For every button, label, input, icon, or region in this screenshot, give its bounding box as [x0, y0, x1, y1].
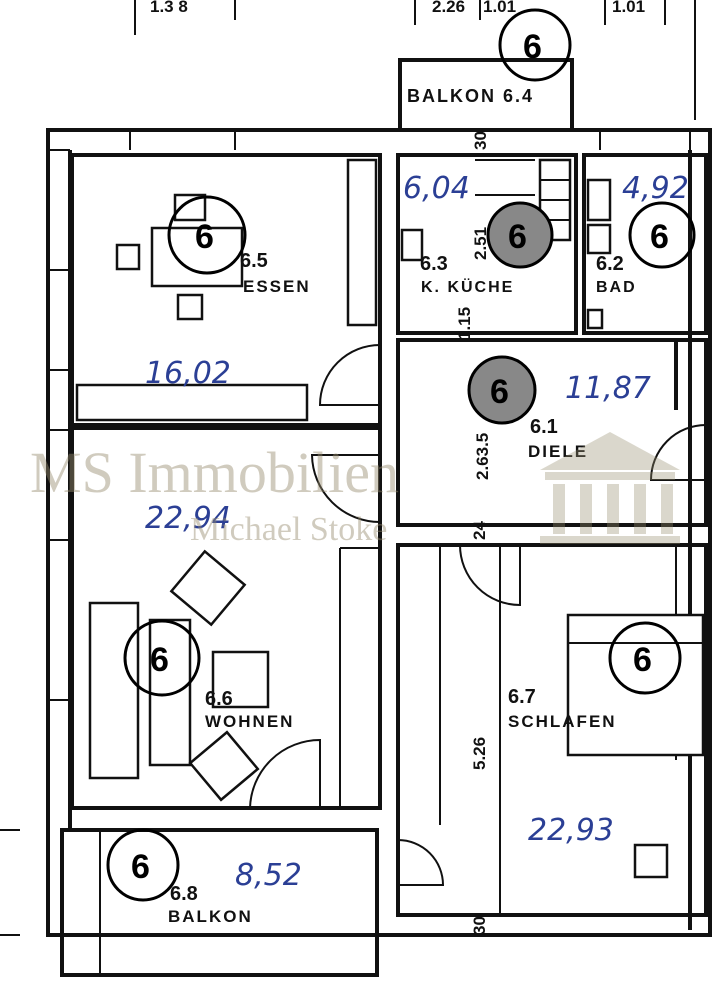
door-swings	[249, 344, 707, 886]
bad-name: BAD	[596, 279, 637, 296]
wohnen-number: 6.6	[205, 688, 233, 710]
bad-area: 4,92	[622, 171, 689, 206]
dim-schlafen-v: 5.26	[470, 737, 489, 770]
room-marker-bad: 6	[628, 201, 696, 269]
svg-text:6: 6	[650, 218, 669, 256]
wohnen-furniture	[88, 549, 270, 802]
temple-logo-icon	[540, 432, 680, 544]
dim-bottom-30: 30	[470, 916, 489, 935]
schlafen-furniture	[566, 613, 705, 879]
watermark: MS Immobilien Michael Stoke	[30, 432, 680, 548]
essen-area: 16,02	[145, 356, 231, 391]
kitchen-fixtures	[400, 158, 572, 262]
kueche-area: 6,04	[403, 171, 470, 206]
svg-text:6: 6	[490, 373, 509, 411]
room-marker-diele: 6	[467, 355, 537, 425]
balkon-bottom-area: 8,52	[235, 858, 302, 893]
wohnen-area: 22,94	[145, 501, 231, 536]
svg-text:6: 6	[195, 218, 214, 256]
room-marker-balkon-top: 6	[498, 8, 572, 82]
dim-kitchen-115: 1.15	[455, 307, 474, 340]
schlafen-number: 6.7	[508, 686, 536, 708]
svg-text:6: 6	[150, 641, 169, 679]
kueche-name: K. KÜCHE	[421, 277, 514, 296]
bad-number: 6.2	[596, 253, 624, 275]
dim-kitchen-v: 2.51	[471, 227, 490, 260]
schlafen-area: 22,93	[528, 813, 614, 848]
dim-top-left: 1.3 8	[150, 0, 188, 16]
diele-area: 11,87	[565, 371, 651, 406]
svg-text:6: 6	[523, 28, 542, 66]
balkon-bottom-name: BALKON	[168, 907, 253, 926]
room-marker-essen: 6	[167, 195, 247, 275]
essen-number: 6.5	[240, 250, 268, 272]
bath-fixtures	[586, 178, 612, 330]
watermark-title: MS Immobilien	[30, 440, 399, 505]
interior-walls	[0, 153, 710, 977]
svg-text:6: 6	[131, 848, 150, 886]
svg-text:6: 6	[633, 641, 652, 679]
diele-name: DIELE	[528, 442, 588, 461]
dim-kitchen-top: 30	[471, 131, 490, 150]
dim-diele-v: 2.63.5	[473, 433, 492, 480]
dim-top-right: 1.01	[612, 0, 645, 16]
svg-text:6: 6	[508, 218, 527, 256]
kueche-number: 6.3	[420, 253, 448, 275]
top-dimension-line	[134, 0, 696, 120]
diele-number: 6.1	[530, 416, 558, 438]
room-marker-balkon-bottom: 6	[106, 828, 180, 902]
dim-top-mid2: 1.01	[483, 0, 516, 16]
balkon-bottom-number: 6.8	[170, 883, 198, 905]
room-marker-schlafen: 6	[608, 621, 682, 695]
schlafen-name: SCHLAFEN	[508, 712, 617, 731]
dim-top-mid: 2.26	[432, 0, 465, 16]
essen-furniture	[75, 158, 378, 422]
balkon-top-label: BALKON 6.4	[407, 86, 534, 106]
dim-diele-24: 24	[470, 521, 489, 540]
essen-name: ESSEN	[243, 277, 311, 296]
watermark-subtitle: Michael Stoke	[190, 511, 387, 548]
room-marker-wohnen: 6	[123, 619, 201, 697]
room-marker-kueche: 6	[486, 201, 554, 269]
wohnen-name: WOHNEN	[205, 712, 294, 731]
